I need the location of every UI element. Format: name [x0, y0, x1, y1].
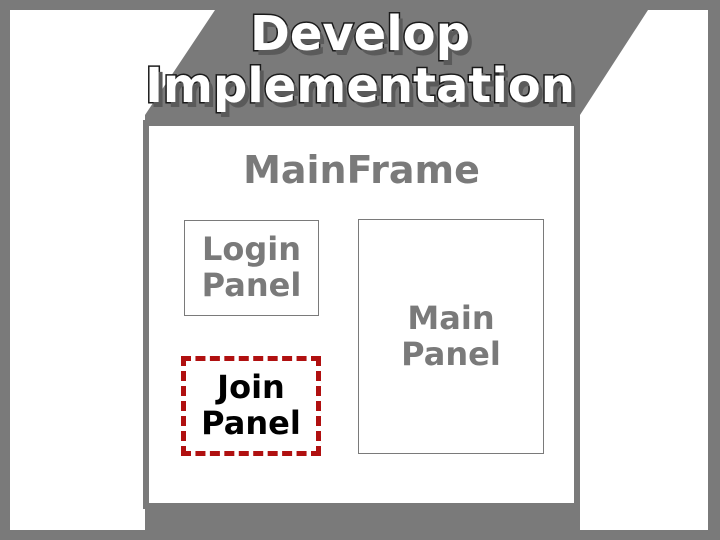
login-panel-label-line2: Panel — [201, 266, 302, 304]
join-panel-box: Join Panel — [181, 356, 321, 456]
title-implementation: Implementation — [144, 58, 577, 114]
right-white-panel — [580, 10, 708, 530]
main-panel-label-line1: Main — [407, 298, 495, 337]
login-panel-label-line1: Login — [201, 230, 302, 269]
main-panel-box: Main Panel — [358, 219, 544, 454]
title-develop: Develop — [248, 6, 471, 62]
main-panel-label-line2: Panel — [401, 334, 501, 373]
join-panel-label-line2: Panel — [201, 404, 301, 442]
left-white-panel — [10, 10, 215, 530]
join-panel-label-line1: Join — [217, 368, 285, 407]
main-frame-box: MainFrame Login Panel Main Panel Join Pa… — [143, 120, 580, 509]
login-panel-box: Login Panel — [184, 220, 319, 316]
main-frame-label: MainFrame — [243, 148, 480, 192]
